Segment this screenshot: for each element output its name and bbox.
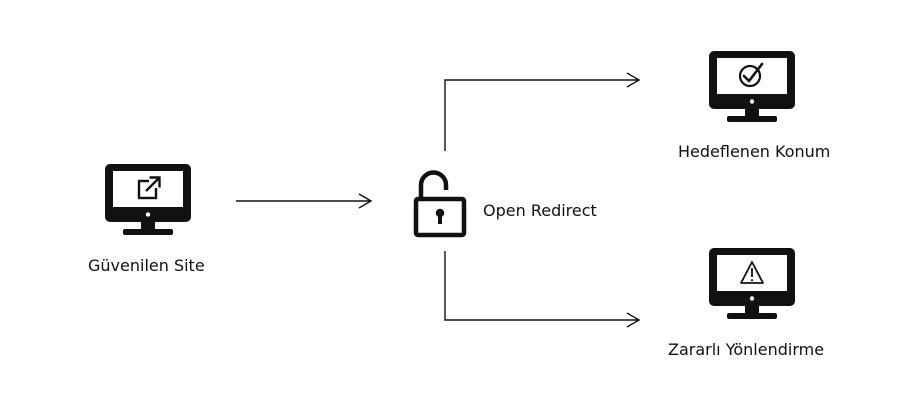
- open-redirect-label: Open Redirect: [483, 201, 597, 220]
- arrow-redirect-to-malicious: [444, 251, 641, 328]
- unlocked-padlock-icon: [413, 170, 467, 238]
- target-location-label: Hedeflenen Konum: [678, 142, 831, 161]
- warning-monitor-icon: [709, 248, 795, 319]
- arrow-trusted-to-redirect: [236, 193, 373, 209]
- malicious-redirect-label: Zararlı Yönlendirme: [668, 340, 825, 359]
- external-link-monitor-icon: [105, 164, 191, 235]
- arrow-redirect-to-target: [444, 72, 641, 151]
- trusted-site-label: Güvenilen Site: [88, 256, 205, 275]
- check-monitor-icon: [709, 51, 795, 122]
